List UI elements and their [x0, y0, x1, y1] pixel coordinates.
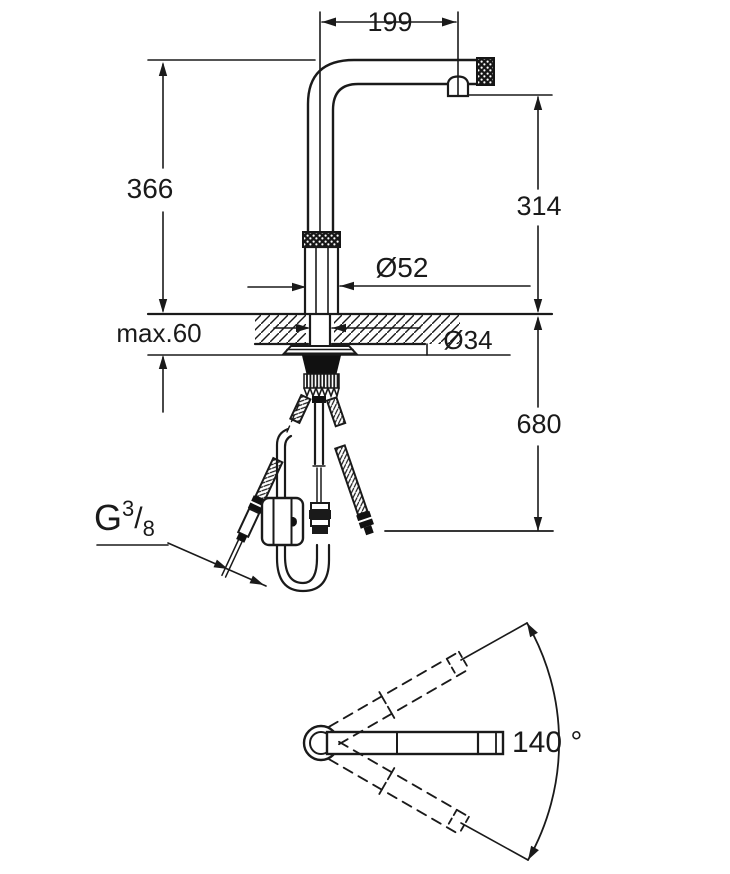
faucet-base [303, 245, 340, 316]
swivel-angle-arc [460, 622, 560, 861]
left-supply-hose [221, 456, 284, 578]
dimension-arrowheads [158, 17, 543, 585]
swivel-position-up [328, 650, 470, 746]
dim-label-spout-reach: 199 [367, 7, 413, 37]
spout-top-view [325, 730, 505, 756]
top-swivel-view [302, 622, 560, 861]
countertop-section [146, 312, 554, 347]
hose-weight [260, 496, 305, 547]
dim-label-thread-size: G3/8 [94, 496, 155, 542]
dim-label-hose-length: 680 [516, 409, 562, 439]
elevation-view [96, 11, 554, 593]
dim-label-max-counter-thickness: max.60 [116, 318, 202, 348]
thread-prefix: G [94, 497, 123, 538]
hose-assembly [221, 393, 374, 593]
thread-denominator: 8 [142, 516, 155, 541]
mounting-hardware [281, 345, 359, 403]
faucet-body [302, 11, 495, 316]
thread-slash: / [134, 502, 143, 535]
dim-label-base-diameter: Ø52 [375, 252, 429, 283]
thread-numerator: 3 [122, 496, 135, 521]
dim-label-outlet-height: 314 [516, 191, 562, 221]
pullout-hose [275, 427, 331, 593]
right-supply-hose [334, 444, 374, 536]
dim-label-height: 366 [126, 173, 174, 204]
dim-label-swivel-angle: 140 ° [512, 726, 583, 759]
swivel-position-down [328, 740, 470, 836]
spout-collar [302, 231, 341, 248]
dim-label-hole-diameter: Ø34 [443, 325, 493, 355]
